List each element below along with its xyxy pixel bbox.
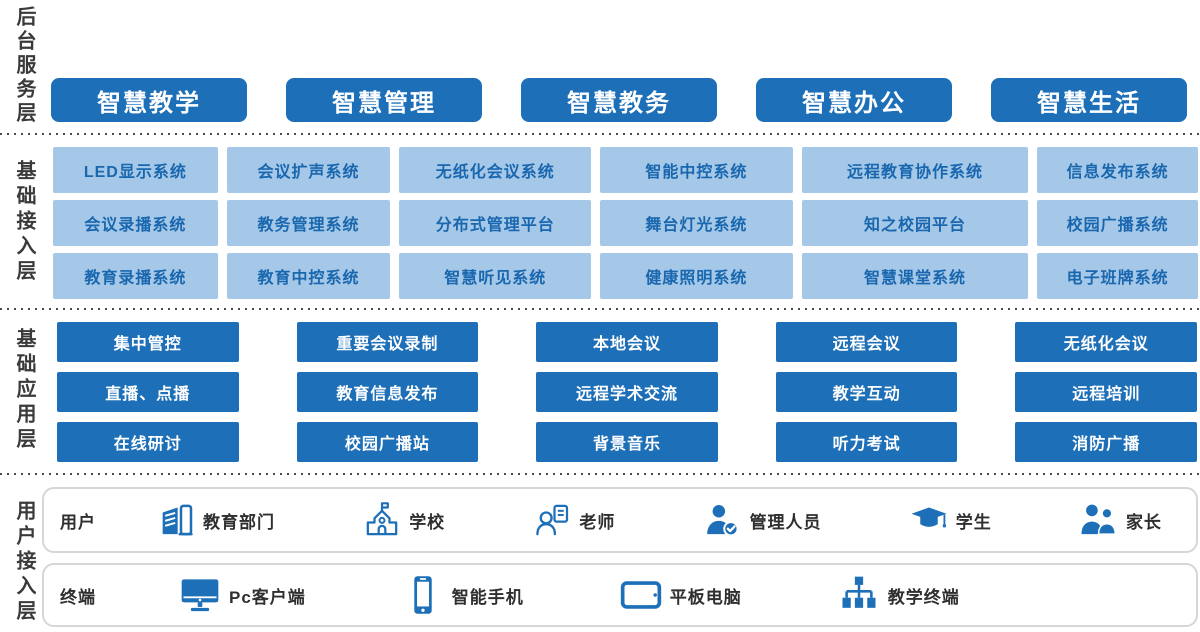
user-item-parents: 家长 bbox=[1079, 500, 1162, 540]
terminal-items: Pc客户端 智能手机 平板电脑 bbox=[156, 573, 1180, 617]
access-node: 教务管理系统 bbox=[226, 200, 391, 246]
service-node-smart-life: 智慧生活 bbox=[991, 78, 1187, 122]
access-node: 健康照明系统 bbox=[600, 253, 793, 299]
application-node: 教学互动 bbox=[775, 372, 958, 412]
user-item-label: 学生 bbox=[955, 512, 992, 532]
application-node: 直播、点播 bbox=[57, 372, 239, 412]
application-node: 远程会议 bbox=[775, 322, 958, 362]
terminals-panel: 终端 Pc客户端 智能手机 bbox=[42, 563, 1198, 627]
terminal-item-label: Pc客户端 bbox=[229, 587, 306, 607]
terminals-panel-label: 终端 bbox=[60, 587, 96, 607]
service-layer-row: 智慧教学 智慧管理 智慧教务 智慧办公 智慧生活 bbox=[51, 78, 1187, 122]
terminal-item-smartphone: 智能手机 bbox=[401, 573, 524, 617]
terminal-item-teaching-terminal: 教学终端 bbox=[837, 573, 960, 617]
access-node: 教育中控系统 bbox=[226, 253, 391, 299]
service-node-smart-teaching: 智慧教学 bbox=[51, 78, 247, 122]
access-node: 智慧听见系统 bbox=[399, 253, 592, 299]
smartphone-icon bbox=[414, 576, 432, 614]
access-node: 舞台灯光系统 bbox=[600, 200, 793, 246]
service-node-smart-office: 智慧办公 bbox=[756, 78, 952, 122]
users-panel: 用户 教育部门 学校 bbox=[42, 487, 1198, 553]
access-node: 信息发布系统 bbox=[1037, 147, 1198, 193]
application-node: 无纸化会议 bbox=[1015, 322, 1197, 362]
application-node: 远程培训 bbox=[1015, 372, 1197, 412]
users-items: 教育部门 学校 老师 bbox=[156, 500, 1162, 540]
user-item-education-department: 教育部门 bbox=[156, 500, 275, 540]
layer-label-backend-service: 后台服务层 bbox=[13, 6, 35, 126]
access-node: 无纸化会议系统 bbox=[399, 147, 592, 193]
tablet-icon bbox=[620, 581, 661, 609]
application-node: 本地会议 bbox=[536, 322, 718, 362]
school-icon bbox=[366, 502, 398, 536]
user-item-admin: 管理人员 bbox=[703, 500, 822, 540]
user-item-school: 学校 bbox=[362, 500, 445, 540]
application-node: 背景音乐 bbox=[536, 422, 718, 462]
user-item-label: 学校 bbox=[409, 512, 446, 532]
user-item-student: 学生 bbox=[909, 500, 992, 540]
terminal-item-pc: Pc客户端 bbox=[178, 573, 306, 617]
application-node: 校园广播站 bbox=[296, 422, 479, 462]
parents-icon bbox=[1081, 504, 1116, 535]
user-item-teacher: 老师 bbox=[532, 500, 615, 540]
access-layer-grid: LED显示系统 会议扩声系统 无纸化会议系统 智能中控系统 远程教育协作系统 信… bbox=[53, 147, 1198, 299]
application-node: 听力考试 bbox=[775, 422, 958, 462]
application-node: 远程学术交流 bbox=[536, 372, 718, 412]
users-panel-label: 用户 bbox=[60, 512, 96, 532]
application-node: 在线研讨 bbox=[57, 422, 239, 462]
terminal-item-label: 智能手机 bbox=[451, 587, 524, 607]
terminal-item-tablet: 平板电脑 bbox=[619, 573, 742, 617]
desktop-pc-icon bbox=[181, 579, 219, 612]
access-node: 会议录播系统 bbox=[53, 200, 218, 246]
access-node: 电子班牌系统 bbox=[1037, 253, 1198, 299]
access-node: 会议扩声系统 bbox=[226, 147, 391, 193]
service-node-smart-academic: 智慧教务 bbox=[521, 78, 717, 122]
application-node: 消防广播 bbox=[1015, 422, 1197, 462]
dotted-separator bbox=[0, 133, 1200, 135]
access-node: LED显示系统 bbox=[53, 147, 218, 193]
user-item-label: 家长 bbox=[1125, 512, 1162, 532]
network-terminal-icon bbox=[842, 576, 876, 608]
teacher-icon bbox=[536, 504, 569, 536]
dotted-separator bbox=[0, 308, 1200, 310]
terminal-item-label: 教学终端 bbox=[887, 587, 960, 607]
terminal-item-label: 平板电脑 bbox=[669, 587, 742, 607]
application-layer-grid: 集中管控 重要会议录制 本地会议 远程会议 无纸化会议 直播、点播 教育信息发布… bbox=[57, 322, 1197, 462]
education-department-building-icon bbox=[162, 504, 193, 536]
dotted-separator bbox=[0, 473, 1200, 475]
layer-label-basic-application: 基础应用层 bbox=[13, 328, 35, 453]
application-node: 重要会议录制 bbox=[296, 322, 479, 362]
access-node: 智能中控系统 bbox=[600, 147, 793, 193]
access-node: 分布式管理平台 bbox=[399, 200, 592, 246]
user-item-label: 教育部门 bbox=[203, 512, 275, 532]
graduation-cap-icon bbox=[911, 507, 947, 528]
admin-user-check-icon bbox=[706, 505, 739, 537]
application-node: 教育信息发布 bbox=[296, 372, 479, 412]
application-node: 集中管控 bbox=[57, 322, 239, 362]
user-item-label: 管理人员 bbox=[749, 512, 822, 532]
service-node-smart-management: 智慧管理 bbox=[286, 78, 482, 122]
access-node: 教育录播系统 bbox=[53, 253, 218, 299]
access-node: 远程教育协作系统 bbox=[801, 147, 1029, 193]
access-node: 智慧课堂系统 bbox=[801, 253, 1029, 299]
access-node: 知之校园平台 bbox=[801, 200, 1029, 246]
access-node: 校园广播系统 bbox=[1037, 200, 1198, 246]
user-item-label: 老师 bbox=[579, 512, 616, 532]
layer-label-basic-access: 基础接入层 bbox=[13, 160, 35, 285]
layer-label-user-access: 用户接入层 bbox=[13, 500, 35, 625]
